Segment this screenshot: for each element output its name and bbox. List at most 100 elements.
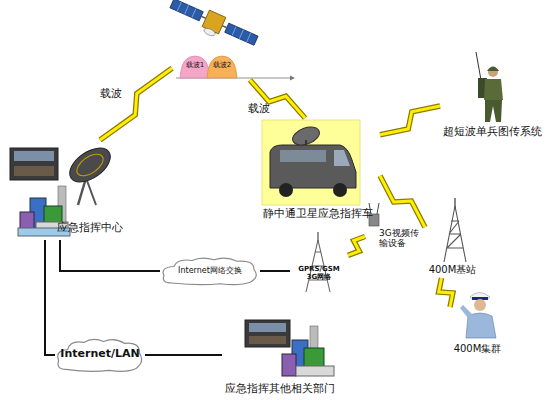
panel-arm: [201, 16, 206, 18]
wireless-link: [380, 176, 425, 228]
satellite: [166, 0, 259, 53]
legs: [485, 100, 502, 122]
policeman: [460, 293, 496, 339]
tower-frame: [444, 206, 466, 262]
photo: [10, 148, 58, 180]
building: [296, 366, 334, 376]
network-cloud: Internet/LAN: [55, 337, 145, 373]
node-label: GPRS/GSM 3G网络: [296, 265, 342, 281]
network-line: [60, 240, 160, 271]
van-window: [280, 150, 326, 162]
bolt-core: [380, 176, 425, 228]
node-label: 应急指挥其他相关部门: [225, 383, 345, 396]
node-label: 3G视频传输设备: [379, 228, 423, 249]
satellite-dish: [64, 141, 117, 205]
van: [270, 124, 356, 197]
command-vehicle: 静中通卫星应急指挥车: [255, 118, 380, 223]
bolt-outline: [100, 68, 172, 140]
wheel: [333, 183, 347, 197]
command-center: 应急指挥中心: [5, 140, 130, 240]
photo-screen: [14, 151, 54, 161]
other-departments: 应急指挥其他相关部门: [222, 315, 347, 395]
wheel: [279, 183, 293, 197]
node-label: 应急指挥中心: [57, 222, 130, 235]
photo: [245, 320, 290, 347]
carrier-hump: [180, 56, 210, 78]
torso: [466, 313, 496, 338]
bolt-core: [348, 237, 365, 256]
roof-dish: [290, 124, 322, 149]
photo-people: [14, 166, 54, 176]
buildings: [282, 326, 334, 376]
node-label: Internet网络交换: [160, 266, 260, 275]
node-label: 载波2: [208, 61, 236, 69]
device-antenna: [377, 203, 379, 214]
van-body: [270, 145, 356, 188]
torso: [484, 79, 503, 100]
radio-antenna: [476, 52, 481, 80]
wireless-link: [100, 68, 172, 140]
tower-mast: [454, 198, 455, 208]
gprs-tower: [306, 232, 330, 292]
tower-mast: [317, 232, 318, 242]
node-label: 超短波单兵图传系统: [443, 126, 550, 139]
wireless-link: [439, 278, 453, 307]
wired-link: [60, 240, 160, 271]
solar-panel: [170, 0, 203, 21]
bolt-outline: [380, 176, 425, 228]
node-label: 载波1: [181, 61, 209, 69]
panel-grid: [192, 8, 196, 17]
panel-grid: [232, 26, 236, 35]
panel-grid: [247, 33, 251, 42]
link-label: 载波: [100, 86, 122, 101]
bolt-core: [439, 278, 453, 307]
roof-mount: [305, 140, 307, 145]
mobile-network: GPRS/GSM 3G网络: [290, 235, 348, 293]
van-background: [262, 120, 360, 205]
head: [474, 299, 486, 311]
bolt-core: [380, 106, 440, 135]
bolt-outline: [439, 278, 453, 307]
soldier-system: 超短波单兵图传系统: [440, 55, 550, 140]
wireless-link: [348, 237, 365, 256]
base-tower: [444, 198, 466, 262]
photo-people: [249, 336, 286, 344]
helmet: [487, 67, 499, 72]
carrier-hump: [207, 56, 237, 78]
link-label: 载波: [248, 101, 270, 116]
bolt-outline: [348, 237, 365, 256]
panel-arm: [222, 26, 227, 28]
network-line: [145, 354, 222, 356]
axis-arrow: [290, 76, 295, 81]
network-line: [45, 240, 55, 355]
bolt-outline: [380, 106, 440, 135]
wired-link: [260, 271, 290, 272]
cap: [470, 293, 490, 300]
dish-stand: [86, 178, 96, 205]
node-label: 400M集群: [450, 343, 505, 355]
bolt-core: [100, 68, 172, 140]
photo-screen: [249, 323, 286, 332]
soldier: [476, 52, 503, 122]
network-line: [260, 270, 290, 272]
head: [488, 67, 498, 77]
panel-grid: [177, 2, 181, 11]
node-label: Internet/LAN: [55, 348, 145, 361]
network-cloud: Internet网络交换: [160, 256, 260, 286]
arm: [460, 305, 472, 318]
building: [282, 354, 296, 376]
wireless-link: [380, 106, 440, 135]
panel-grid: [239, 30, 243, 39]
satellite-dish: [203, 27, 216, 37]
base-station: 400M基站: [425, 200, 480, 278]
node-label: 静中通卫星应急指挥车: [255, 208, 380, 221]
satellite-group: 载波1载波2: [172, 2, 292, 80]
wired-link: [145, 355, 222, 356]
panel-grid: [185, 5, 189, 14]
dish-inner: [73, 150, 107, 180]
solar-panel: [225, 23, 258, 45]
